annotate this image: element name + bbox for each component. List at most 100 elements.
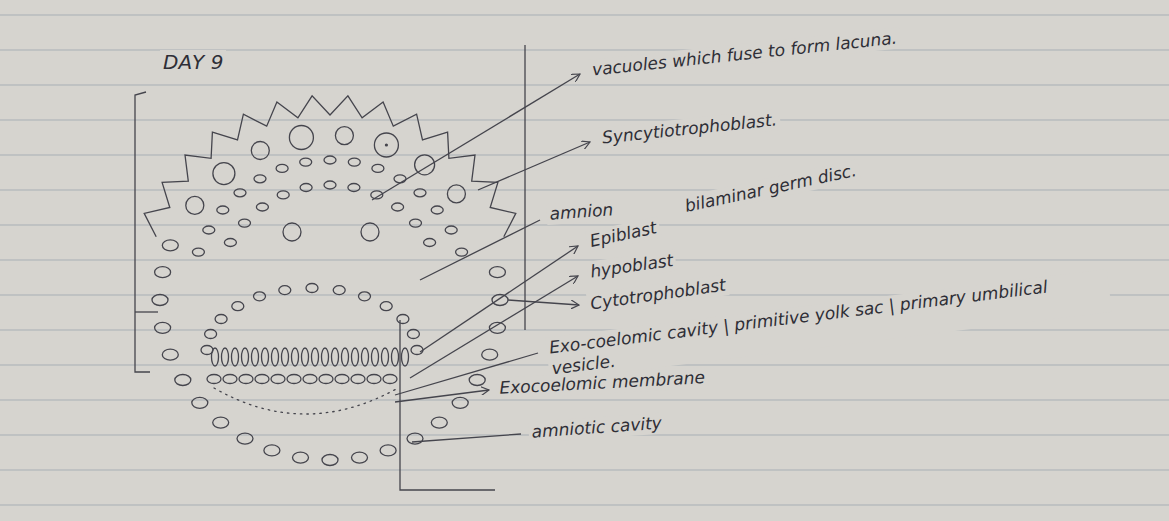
margin-line: [524, 45, 525, 330]
vacuole-dot: [385, 143, 388, 146]
cell: [300, 184, 312, 192]
part-label: Exo-coelomic cavity | primitive yolk sac…: [545, 269, 1112, 380]
cell: [397, 315, 409, 324]
cell: [335, 375, 349, 384]
cell: [152, 295, 168, 306]
cell: [431, 417, 447, 428]
part-label: Syncytiotrophoblast.: [598, 109, 781, 149]
bracket-line: [135, 92, 150, 372]
part-label: amniotic cavity: [528, 412, 665, 443]
cell: [469, 375, 485, 386]
vacuole: [335, 127, 353, 145]
cell: [155, 267, 171, 278]
cell: [205, 330, 217, 339]
cell: [382, 348, 389, 366]
cell: [312, 348, 319, 366]
ruled-line: [0, 400, 1169, 401]
cell: [155, 322, 171, 333]
ruled-line: [0, 260, 1169, 261]
cell: [402, 348, 409, 366]
cell: [410, 219, 422, 227]
leader-line: [412, 434, 521, 442]
cell: [272, 348, 279, 366]
cell: [372, 164, 384, 172]
cell: [352, 348, 359, 366]
part-label: Epiblast: [585, 217, 662, 253]
cell: [212, 348, 219, 366]
cell: [424, 239, 436, 247]
cytotrophoblast-cells: [192, 156, 467, 256]
cell: [332, 348, 339, 366]
cell: [324, 181, 336, 189]
cell: [223, 375, 237, 384]
vacuole: [213, 163, 235, 185]
part-label: Exocoelomic membrane: [496, 367, 708, 399]
cell: [306, 284, 318, 293]
cell: [394, 175, 406, 183]
cell: [300, 158, 312, 166]
cell: [302, 348, 309, 366]
cell: [492, 295, 508, 306]
cell: [322, 348, 329, 366]
page-heading: DAY 9: [160, 50, 226, 75]
cell: [367, 375, 381, 384]
cell: [192, 397, 208, 408]
cell: [254, 175, 266, 183]
amnion-cells: [201, 284, 423, 355]
cell: [175, 375, 191, 386]
ruled-line: [0, 470, 1169, 471]
cell: [232, 302, 244, 311]
cell: [264, 445, 280, 456]
epiblast-cells: [212, 348, 409, 366]
vacuole: [447, 185, 465, 203]
cell: [351, 375, 365, 384]
cell: [380, 445, 396, 456]
leader-line: [420, 220, 540, 280]
cell: [392, 203, 404, 211]
cell: [456, 248, 468, 256]
ruled-lines: [0, 15, 1169, 505]
cell: [348, 184, 360, 192]
vacuole: [361, 223, 379, 241]
part-label: amnion: [546, 199, 617, 225]
ruled-line: [0, 85, 1169, 86]
cell: [324, 156, 336, 164]
ruled-line: [0, 155, 1169, 156]
cell: [293, 452, 309, 463]
cell: [287, 375, 301, 384]
cell: [271, 375, 285, 384]
margin-line: [400, 320, 495, 490]
ruled-line: [0, 330, 1169, 331]
cell: [213, 417, 229, 428]
part-label: hypoblast: [586, 250, 678, 283]
cell: [445, 226, 457, 234]
cell: [203, 226, 215, 234]
cell: [222, 348, 229, 366]
ruled-line: [0, 15, 1169, 16]
cell: [303, 375, 317, 384]
cell: [380, 302, 392, 311]
cell: [242, 348, 249, 366]
cell: [342, 348, 349, 366]
ruled-line: [0, 225, 1169, 226]
ruled-line: [0, 120, 1169, 121]
margin-lines: [135, 45, 525, 490]
cell: [256, 203, 268, 211]
cell: [215, 315, 227, 324]
vacuole: [289, 126, 313, 150]
bracket-tick: [135, 311, 158, 312]
vacuole: [283, 223, 301, 241]
cell: [452, 397, 468, 408]
cell: [277, 191, 289, 199]
cell: [352, 452, 368, 463]
part-label: vacuoles which fuse to form lacuna.: [588, 27, 901, 81]
cell: [359, 292, 371, 301]
cell: [162, 240, 178, 251]
cell: [282, 348, 289, 366]
cell: [207, 375, 221, 384]
part-label: bilaminar germ disc.: [680, 159, 861, 217]
ruled-line: [0, 505, 1169, 506]
cell: [217, 206, 229, 214]
cell: [192, 248, 204, 256]
